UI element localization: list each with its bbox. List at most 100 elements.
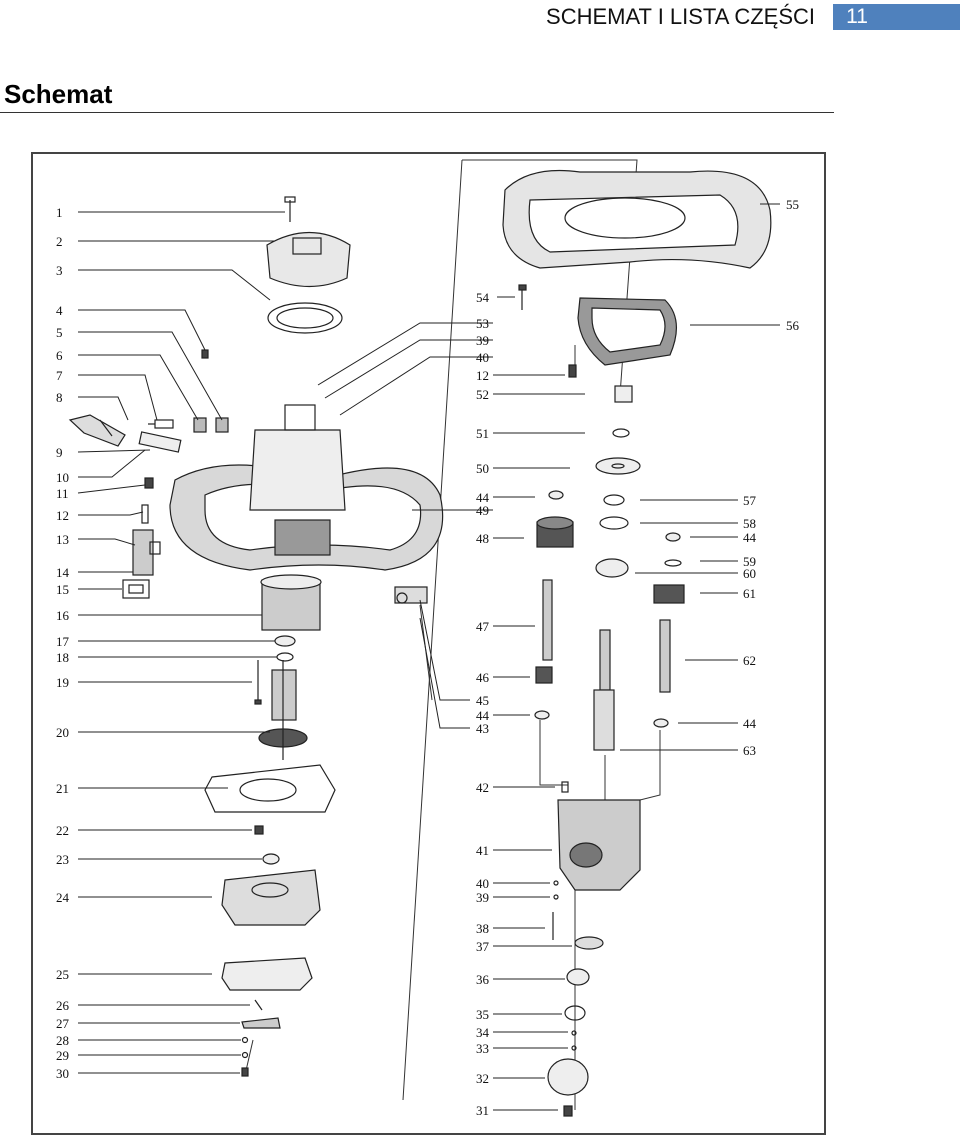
label-41: 41 (476, 843, 489, 858)
label-36: 36 (476, 972, 490, 987)
part-45-switch-block-icon (394, 586, 428, 604)
part-44a-bearing-icon (548, 490, 564, 500)
part-59-ring-icon (664, 559, 682, 567)
part-6-clip-icon (193, 417, 207, 433)
part-22-screw-icon (254, 825, 264, 835)
part-24-gear-housing-icon (221, 869, 321, 926)
part-18-washer-icon (276, 652, 294, 662)
part-42-pin-icon (561, 781, 569, 793)
part-41-gearbox-housing-icon (557, 799, 641, 891)
part-12b-screw-icon (568, 364, 577, 378)
part-63-spindle-icon (593, 629, 615, 751)
label-54: 54 (476, 290, 490, 305)
label-17: 17 (56, 634, 70, 649)
label-30: 30 (56, 1066, 69, 1081)
label-22: 22 (56, 823, 69, 838)
part-61-gear-icon (653, 584, 685, 604)
label-7: 7 (56, 368, 63, 383)
label-51: 51 (476, 426, 489, 441)
part-16-stator-icon (260, 574, 322, 631)
part-33-washer-icon (571, 1045, 577, 1051)
part-20-rotor-icon (258, 660, 308, 760)
page-number: 11 (846, 5, 868, 28)
label-52: 52 (476, 387, 489, 402)
label-43: 43 (476, 721, 489, 736)
part-4-screw-icon (201, 349, 209, 359)
part-58-circlip-icon (599, 516, 629, 530)
part-17-bearing-icon (274, 635, 296, 647)
part-50-washer-icon (595, 457, 641, 475)
diagram-frame (31, 152, 826, 1135)
label-39b: 39 (476, 890, 489, 905)
label-44a: 44 (476, 490, 490, 505)
label-24: 24 (56, 890, 70, 905)
part-30-screw-icon (241, 1067, 249, 1077)
part-26-pin-icon (254, 999, 263, 1011)
part-37-washer-icon (574, 936, 604, 950)
label-58: 58 (743, 516, 756, 531)
label-15: 15 (56, 582, 69, 597)
label-21: 21 (56, 781, 69, 796)
label-29: 29 (56, 1048, 69, 1063)
label-49: 49 (476, 503, 489, 518)
label-9: 9 (56, 445, 63, 460)
label-50: 50 (476, 461, 489, 476)
part-46-pinion-icon (535, 666, 553, 684)
part-8-cord-plug-icon (68, 414, 126, 447)
label-5: 5 (56, 325, 63, 340)
part-28-washer-icon (241, 1036, 249, 1044)
header-title: SCHEMAT I LISTA CZĘŚCI (546, 4, 815, 29)
part-13-switch-icon (132, 529, 161, 576)
label-8: 8 (56, 390, 63, 405)
label-39a: 39 (476, 333, 489, 348)
label-14: 14 (56, 565, 70, 580)
part-54-screw-icon (518, 284, 527, 310)
label-48: 48 (476, 531, 489, 546)
label-32: 32 (476, 1071, 489, 1086)
label-59: 59 (743, 554, 756, 569)
part-11-screw-icon (144, 477, 154, 489)
part-57-ring-icon (603, 494, 625, 506)
label-42: 42 (476, 780, 489, 795)
part-48-gear-icon (536, 516, 574, 548)
label-47: 47 (476, 619, 490, 634)
label-62: 62 (743, 653, 756, 668)
label-56: 56 (786, 318, 800, 333)
label-6: 6 (56, 348, 63, 363)
label-57: 57 (743, 493, 757, 508)
part-29-washer-icon (241, 1051, 249, 1059)
label-26: 26 (56, 998, 70, 1013)
section-divider (0, 112, 834, 113)
label-44d: 44 (743, 716, 757, 731)
label-61: 61 (743, 586, 756, 601)
label-25: 25 (56, 967, 69, 982)
label-60: 60 (743, 566, 756, 581)
part-52-sleeve-icon (614, 385, 633, 403)
part-51-circlip-icon (612, 428, 630, 438)
label-16: 16 (56, 608, 70, 623)
part-62-shaft-icon (659, 619, 671, 693)
label-2: 2 (56, 234, 63, 249)
part-34-washer-icon (571, 1030, 577, 1036)
part-5-clip-icon (215, 417, 229, 433)
label-12b: 12 (476, 368, 489, 383)
part-36-bearing-icon (566, 968, 590, 986)
part-19-screw-icon (254, 660, 262, 705)
label-31: 31 (476, 1103, 489, 1118)
part-49-handle-housing-icon (169, 404, 444, 571)
label-19: 19 (56, 675, 69, 690)
label-1: 1 (56, 205, 63, 220)
label-37: 37 (476, 939, 490, 954)
part-23-bearing-icon (262, 853, 280, 865)
label-40b: 40 (476, 876, 489, 891)
part-44d-bearing-icon (653, 718, 669, 728)
label-27: 27 (56, 1016, 70, 1031)
part-40-washer-icon (553, 880, 559, 886)
label-23: 23 (56, 852, 69, 867)
label-63: 63 (743, 743, 756, 758)
label-18: 18 (56, 650, 69, 665)
label-53: 53 (476, 316, 489, 331)
leader-lines-right (620, 203, 780, 751)
label-12: 12 (56, 508, 69, 523)
